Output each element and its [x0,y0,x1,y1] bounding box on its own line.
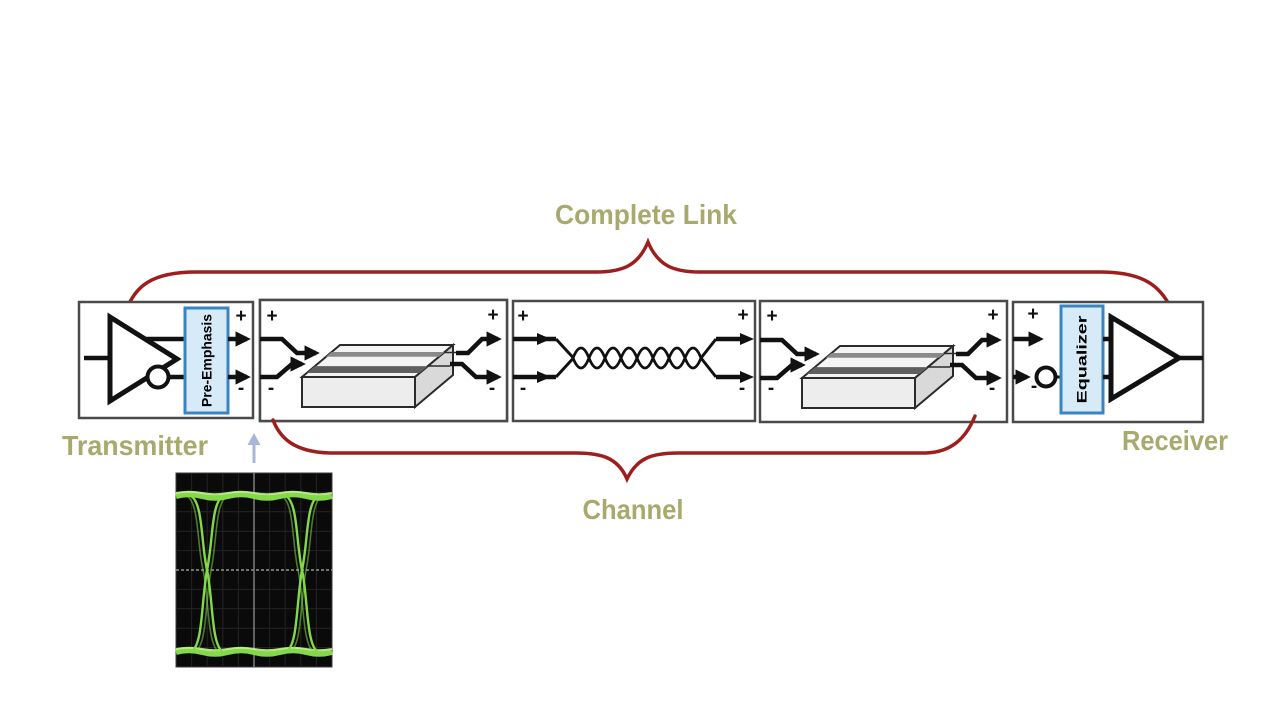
up-arrow-icon [247,433,261,463]
channel-brace [271,414,977,484]
port-label-plus: + [987,305,998,326]
twisted-pair-box: + - + - [511,299,757,423]
port-label-plus: + [235,306,246,327]
pre-emphasis-label: Pre-Emphasis [199,314,215,407]
port-label-minus: - [520,378,526,399]
eye-traces [175,490,333,657]
tx-package-box: + - + - [260,300,507,421]
twisted-pair-outline [511,299,757,423]
port-label-minus: - [268,378,274,399]
receiver-box: Equalizer + - [1011,300,1205,424]
port-label-minus: - [989,378,995,399]
port-label-minus: - [768,378,774,399]
twisted-pair-icon [571,346,703,370]
arrowhead [537,333,551,345]
eye-diagram [175,472,333,668]
rx-amplifier-icon [1108,312,1184,404]
arrowhead [740,333,754,345]
port-label-plus: + [737,305,748,326]
pre-emphasis-block [183,306,230,415]
complete-link-brace [126,237,1172,308]
arrowhead [740,371,754,383]
port-label-minus: - [238,378,244,399]
package-3d-icon [760,301,1007,422]
rx-package-box: + - + - [760,301,1007,422]
rx-inversion-bubble-icon [1034,365,1058,389]
transmitter-box: Pre-Emphasis + - [77,300,255,420]
arrowhead [537,371,551,383]
channel-label: Channel [583,494,684,525]
port-label-plus: + [1027,304,1038,325]
port-label-plus: + [766,306,777,327]
complete-link-label: Complete Link [555,199,737,230]
receiver-label: Receiver [1122,425,1228,456]
port-label-minus: - [739,378,745,399]
tp-converge-lines [554,337,575,379]
tx-driver-icon [107,312,182,406]
equalizer-block [1059,304,1105,415]
package-3d-icon [260,300,507,421]
port-label-plus: + [487,305,498,326]
transmitter-label: Transmitter [62,430,208,461]
tp-diverge-lines [699,338,718,378]
port-label-minus: - [489,378,495,399]
port-label-plus: + [266,306,277,327]
port-label-plus: + [517,306,528,327]
equalizer-label: Equalizer [1074,315,1090,404]
tx-inversion-bubble-icon [145,364,171,390]
port-label-minus: - [1031,376,1037,397]
